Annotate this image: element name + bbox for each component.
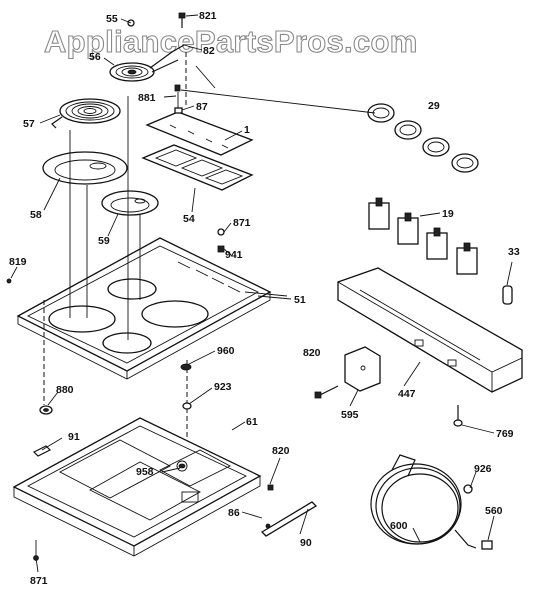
label-86: 86 — [228, 507, 240, 519]
cooktop-51 — [16, 237, 272, 380]
clip-91 — [32, 445, 52, 457]
label-960: 960 — [217, 345, 235, 357]
label-447: 447 — [398, 388, 416, 400]
label-819: 819 — [9, 256, 27, 268]
drip-pan-59 — [101, 190, 159, 216]
label-82: 82 — [203, 45, 215, 57]
element-57 — [51, 98, 121, 129]
label-55: 55 — [106, 13, 118, 25]
grommet-958 — [178, 463, 186, 469]
grommet-960 — [180, 363, 192, 371]
label-941: 941 — [225, 249, 243, 261]
screw-820-a — [314, 385, 339, 399]
bracket-595 — [344, 346, 381, 392]
watermark-text: AppliancePartsPros.com — [44, 24, 418, 59]
drip-pan-58 — [42, 151, 128, 185]
label-91: 91 — [68, 431, 80, 443]
control-panel-1 — [145, 111, 254, 156]
label-958: 958 — [136, 466, 154, 478]
label-56: 56 — [89, 51, 101, 63]
label-595: 595 — [341, 409, 359, 421]
label-51: 51 — [294, 294, 306, 306]
label-923: 923 — [214, 381, 232, 393]
label-880: 880 — [56, 384, 74, 396]
label-29: 29 — [428, 100, 440, 112]
grommet-923 — [182, 402, 192, 410]
grommet-880 — [39, 405, 53, 415]
screw-821 — [178, 12, 186, 28]
label-769: 769 — [496, 428, 514, 440]
receptacle-56 — [109, 44, 185, 82]
screw-871-941 — [217, 228, 225, 253]
label-926: 926 — [474, 463, 492, 475]
label-19: 19 — [442, 208, 454, 220]
light-33 — [502, 285, 513, 305]
label-871-bottom: 871 — [30, 575, 48, 587]
label-820-a: 820 — [303, 347, 321, 359]
label-90: 90 — [300, 537, 312, 549]
gasket-54 — [141, 144, 254, 191]
screw-871-b — [33, 540, 39, 561]
label-820-b: 820 — [272, 445, 290, 457]
label-54: 54 — [183, 213, 195, 225]
knobs-29 — [367, 103, 479, 173]
harness-600 — [370, 454, 477, 549]
label-87: 87 — [196, 101, 208, 113]
screw-819 — [6, 278, 12, 284]
label-61: 61 — [246, 416, 258, 428]
label-821: 821 — [199, 10, 217, 22]
switches-19 — [368, 197, 478, 275]
strap-86-90 — [260, 501, 318, 537]
screw-820-b — [267, 484, 274, 491]
connector-560 — [481, 540, 493, 550]
label-33: 33 — [508, 246, 520, 258]
screw-769 — [453, 405, 463, 427]
label-59: 59 — [98, 235, 110, 247]
label-600: 600 — [390, 520, 408, 532]
label-871-top: 871 — [233, 217, 251, 229]
label-58: 58 — [30, 209, 42, 221]
control-box-447 — [337, 267, 523, 393]
screw-881 — [174, 84, 183, 114]
label-1: 1 — [244, 124, 250, 136]
label-881: 881 — [138, 92, 156, 104]
label-560: 560 — [485, 505, 503, 517]
label-57: 57 — [23, 118, 35, 130]
bottom-pan-61 — [12, 417, 262, 557]
